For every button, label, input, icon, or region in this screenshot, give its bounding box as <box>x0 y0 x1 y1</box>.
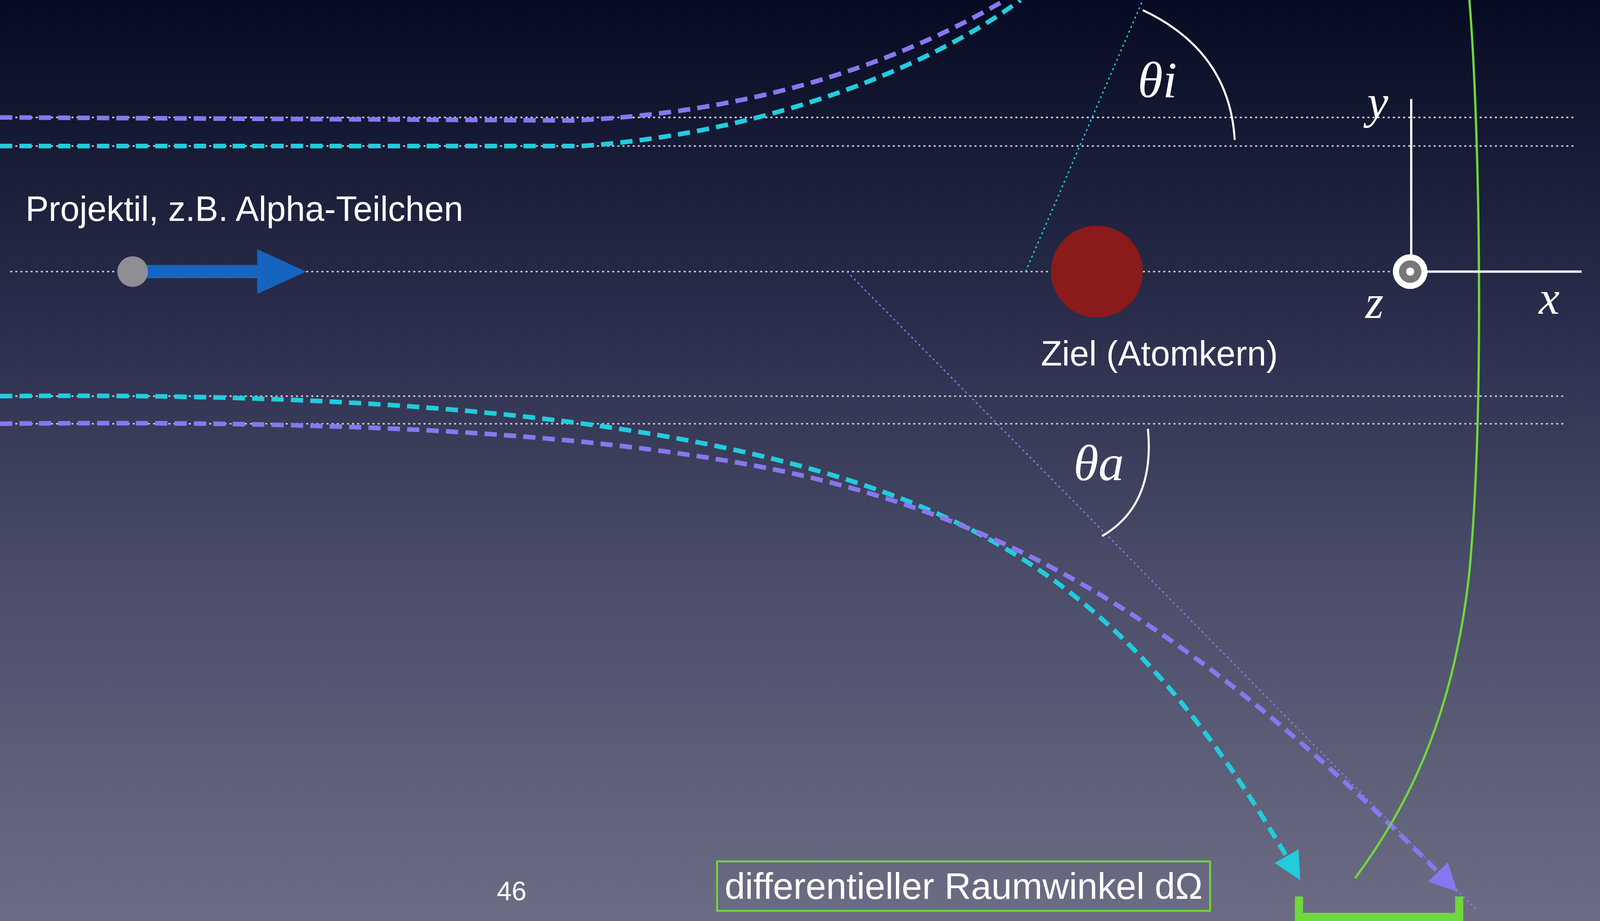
projectile-label: Projektil, z.B. Alpha-Teilchen <box>25 188 463 229</box>
axis-label: z <box>1365 275 1384 330</box>
detector-sphere <box>1355 0 1479 878</box>
axis-label: y <box>1367 75 1388 130</box>
angle-guide <box>846 271 1478 911</box>
target-label: Ziel (Atomkern) <box>1040 333 1278 374</box>
target-nucleus <box>1051 225 1144 318</box>
caption-text: differentieller Raumwinkel dΩ <box>724 865 1203 907</box>
angle-label: θa <box>1073 433 1124 493</box>
page-number: 46 <box>497 875 527 907</box>
reference-lines <box>0 117 1577 424</box>
coordinate-axes <box>1393 98 1582 289</box>
solid-angle-bracket <box>1298 896 1460 921</box>
trajectories <box>0 0 1454 889</box>
projectile <box>117 249 307 294</box>
axis-label: x <box>1538 271 1560 326</box>
angle-label: θi <box>1137 50 1178 110</box>
caption-box: differentieller Raumwinkel dΩ <box>716 860 1211 912</box>
